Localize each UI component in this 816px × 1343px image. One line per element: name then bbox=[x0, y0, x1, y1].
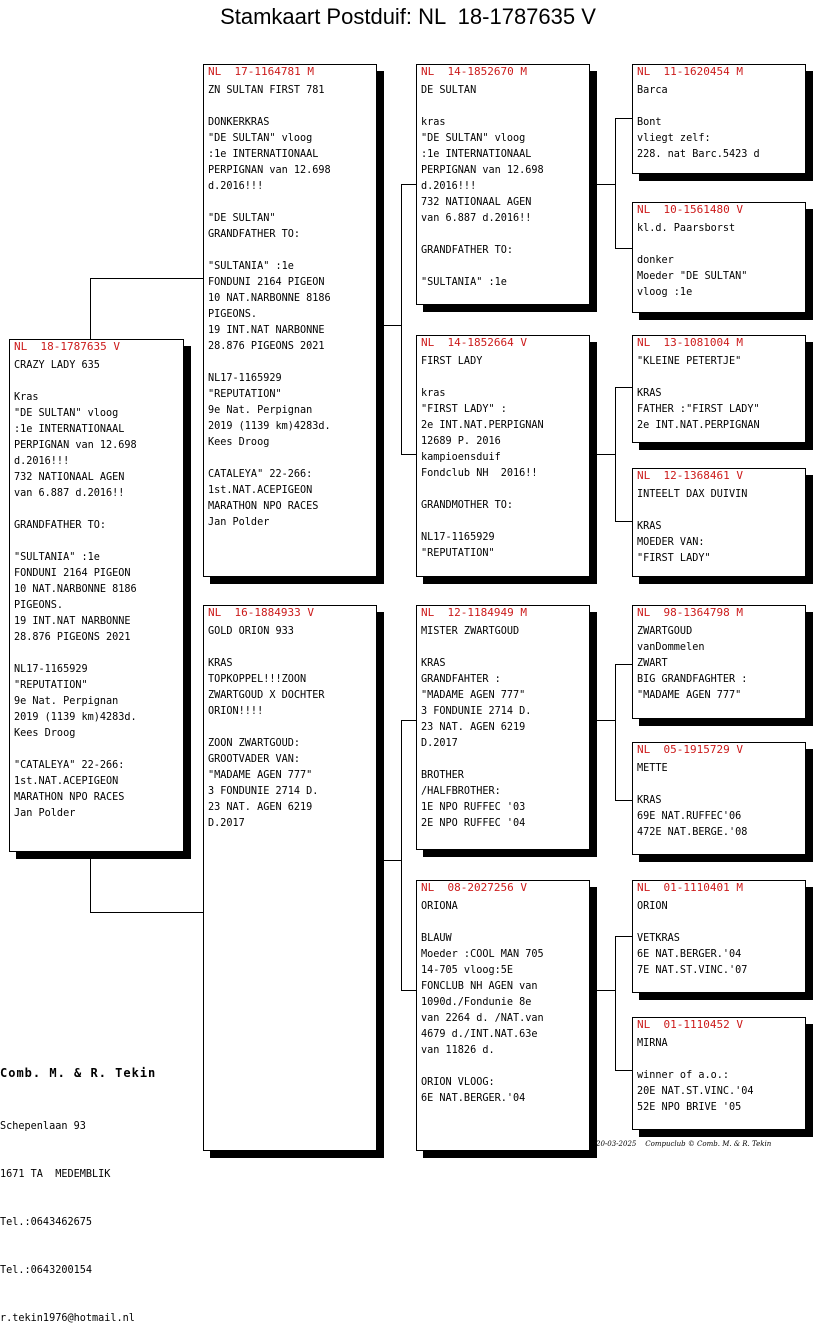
connector-line bbox=[615, 387, 616, 521]
pigeon-info: Barca Bont vliegt zelf: 228. nat Barc.54… bbox=[637, 85, 760, 160]
connector-line bbox=[377, 325, 402, 326]
ring-number: NL 12-1368461 V bbox=[637, 469, 743, 482]
connector-line bbox=[401, 720, 417, 721]
pigeon-card-sire: NL 17-1164781 M ZN SULTAN FIRST 781 DONK… bbox=[203, 64, 377, 577]
pigeon-card-dsd: NL 05-1915729 V METTE KRAS 69E NAT.RUFFE… bbox=[632, 742, 806, 855]
connector-line bbox=[401, 184, 402, 454]
connector-line bbox=[615, 664, 616, 800]
ring-number: NL 01-1110401 M bbox=[637, 881, 743, 894]
connector-line bbox=[90, 852, 91, 912]
pigeon-info: "KLEINE PETERTJE" KRAS FATHER :"FIRST LA… bbox=[637, 356, 760, 431]
pigeon-card-sire-sire: NL 14-1852670 M DE SULTAN kras "DE SULTA… bbox=[416, 64, 590, 305]
owner-email: r.tekin1976@hotmail.nl bbox=[0, 1313, 135, 1324]
pigeon-card-dds: NL 01-1110401 M ORION VETKRAS 6E NAT.BER… bbox=[632, 880, 806, 993]
page-title: Stamkaart Postduif: NL 18-1787635 V bbox=[220, 4, 596, 29]
ring-number: NL 12-1184949 M bbox=[421, 606, 527, 619]
pigeon-card-main: NL 18-1787635 V CRAZY LADY 635 Kras "DE … bbox=[9, 339, 184, 852]
connector-line bbox=[615, 936, 634, 937]
ring-number: NL 14-1852664 V bbox=[421, 336, 527, 349]
connector-line bbox=[590, 720, 616, 721]
connector-line bbox=[401, 990, 417, 991]
pigeon-info: FIRST LADY kras "FIRST LADY" : 2e INT.NA… bbox=[421, 356, 544, 559]
ring-number: NL 11-1620454 M bbox=[637, 65, 743, 78]
owner-block: Comb. M. & R. Tekin Schepenlaan 93 1671 … bbox=[0, 1033, 156, 1343]
connector-line bbox=[615, 1070, 634, 1071]
pigeon-card-sss: NL 11-1620454 M Barca Bont vliegt zelf: … bbox=[632, 64, 806, 174]
pigeon-card-dss: NL 98-1364798 M ZWARTGOUD vanDommelen ZW… bbox=[632, 605, 806, 719]
pigeon-info: INTEELT DAX DUIVIN KRAS MOEDER VAN: "FIR… bbox=[637, 489, 748, 564]
connector-line bbox=[377, 860, 402, 861]
connector-line bbox=[590, 454, 616, 455]
pigeon-info: GOLD ORION 933 KRAS TOPKOPPEL!!!ZOON ZWA… bbox=[208, 626, 325, 829]
connector-line bbox=[615, 664, 634, 665]
ring-number: NL 18-1787635 V bbox=[14, 340, 120, 353]
ring-number: NL 17-1164781 M bbox=[208, 65, 314, 78]
pigeon-info: kl.d. Paarsborst donker Moeder "DE SULTA… bbox=[637, 223, 748, 298]
owner-name: Comb. M. & R. Tekin bbox=[0, 1066, 157, 1080]
ring-number: NL 01-1110452 V bbox=[637, 1018, 743, 1031]
pigeon-info: MIRNA winner of a.o.: 20E NAT.ST.VINC.'0… bbox=[637, 1038, 754, 1113]
connector-line bbox=[401, 184, 417, 185]
pigeon-info: CRAZY LADY 635 Kras "DE SULTAN" vloog :1… bbox=[14, 360, 137, 819]
owner-city: 1671 TA MEDEMBLIK bbox=[0, 1169, 111, 1180]
pigeon-card-sdd: NL 12-1368461 V INTEELT DAX DUIVIN KRAS … bbox=[632, 468, 806, 577]
connector-line bbox=[401, 454, 417, 455]
owner-phone-1: Tel.:0643462675 bbox=[0, 1217, 93, 1228]
connector-line bbox=[90, 912, 204, 913]
ring-number: NL 98-1364798 M bbox=[637, 606, 743, 619]
connector-line bbox=[590, 184, 616, 185]
ring-number: NL 13-1081004 M bbox=[637, 336, 743, 349]
pigeon-card-dam: NL 16-1884933 V GOLD ORION 933 KRAS TOPK… bbox=[203, 605, 377, 1151]
footer-credit: 20-03-2025 Compuclub © Comb. M. & R. Tek… bbox=[596, 1140, 772, 1148]
connector-line bbox=[615, 800, 634, 801]
pigeon-info: ORIONA BLAUW Moeder :COOL MAN 705 14-705… bbox=[421, 901, 544, 1104]
pigeon-info: ZWARTGOUD vanDommelen ZWART BIG GRANDFAG… bbox=[637, 626, 748, 701]
connector-line bbox=[615, 118, 634, 119]
connector-line bbox=[90, 278, 91, 340]
pigeon-card-ssd: NL 10-1561480 V kl.d. Paarsborst donker … bbox=[632, 202, 806, 313]
owner-address: Schepenlaan 93 bbox=[0, 1121, 86, 1132]
connector-line bbox=[401, 720, 402, 990]
pigeon-card-sds: NL 13-1081004 M "KLEINE PETERTJE" KRAS F… bbox=[632, 335, 806, 443]
connector-line bbox=[615, 387, 634, 388]
pigeon-card-sire-dam: NL 14-1852664 V FIRST LADY kras "FIRST L… bbox=[416, 335, 590, 577]
pigeon-card-ddd: NL 01-1110452 V MIRNA winner of a.o.: 20… bbox=[632, 1017, 806, 1130]
pigeon-info: METTE KRAS 69E NAT.RUFFEC'06 472E NAT.BE… bbox=[637, 763, 748, 838]
pigeon-info: ZN SULTAN FIRST 781 DONKERKRAS "DE SULTA… bbox=[208, 85, 331, 528]
pigeon-card-dam-dam: NL 08-2027256 V ORIONA BLAUW Moeder :COO… bbox=[416, 880, 590, 1151]
ring-number: NL 14-1852670 M bbox=[421, 65, 527, 78]
ring-number: NL 08-2027256 V bbox=[421, 881, 527, 894]
connector-line bbox=[615, 521, 634, 522]
connector-line bbox=[615, 248, 634, 249]
ring-number: NL 16-1884933 V bbox=[208, 606, 314, 619]
ring-number: NL 10-1561480 V bbox=[637, 203, 743, 216]
connector-line bbox=[90, 278, 204, 279]
pigeon-card-dam-sire: NL 12-1184949 M MISTER ZWARTGOUD KRAS GR… bbox=[416, 605, 590, 850]
connector-line bbox=[615, 936, 616, 1070]
pigeon-info: MISTER ZWARTGOUD KRAS GRANDFAHTER : "MAD… bbox=[421, 626, 532, 829]
connector-line bbox=[615, 118, 616, 248]
pigeon-info: ORION VETKRAS 6E NAT.BERGER.'04 7E NAT.S… bbox=[637, 901, 748, 976]
connector-line bbox=[590, 990, 616, 991]
pigeon-info: DE SULTAN kras "DE SULTAN" vloog :1e INT… bbox=[421, 85, 544, 288]
ring-number: NL 05-1915729 V bbox=[637, 743, 743, 756]
owner-phone-2: Tel.:0643200154 bbox=[0, 1265, 93, 1276]
